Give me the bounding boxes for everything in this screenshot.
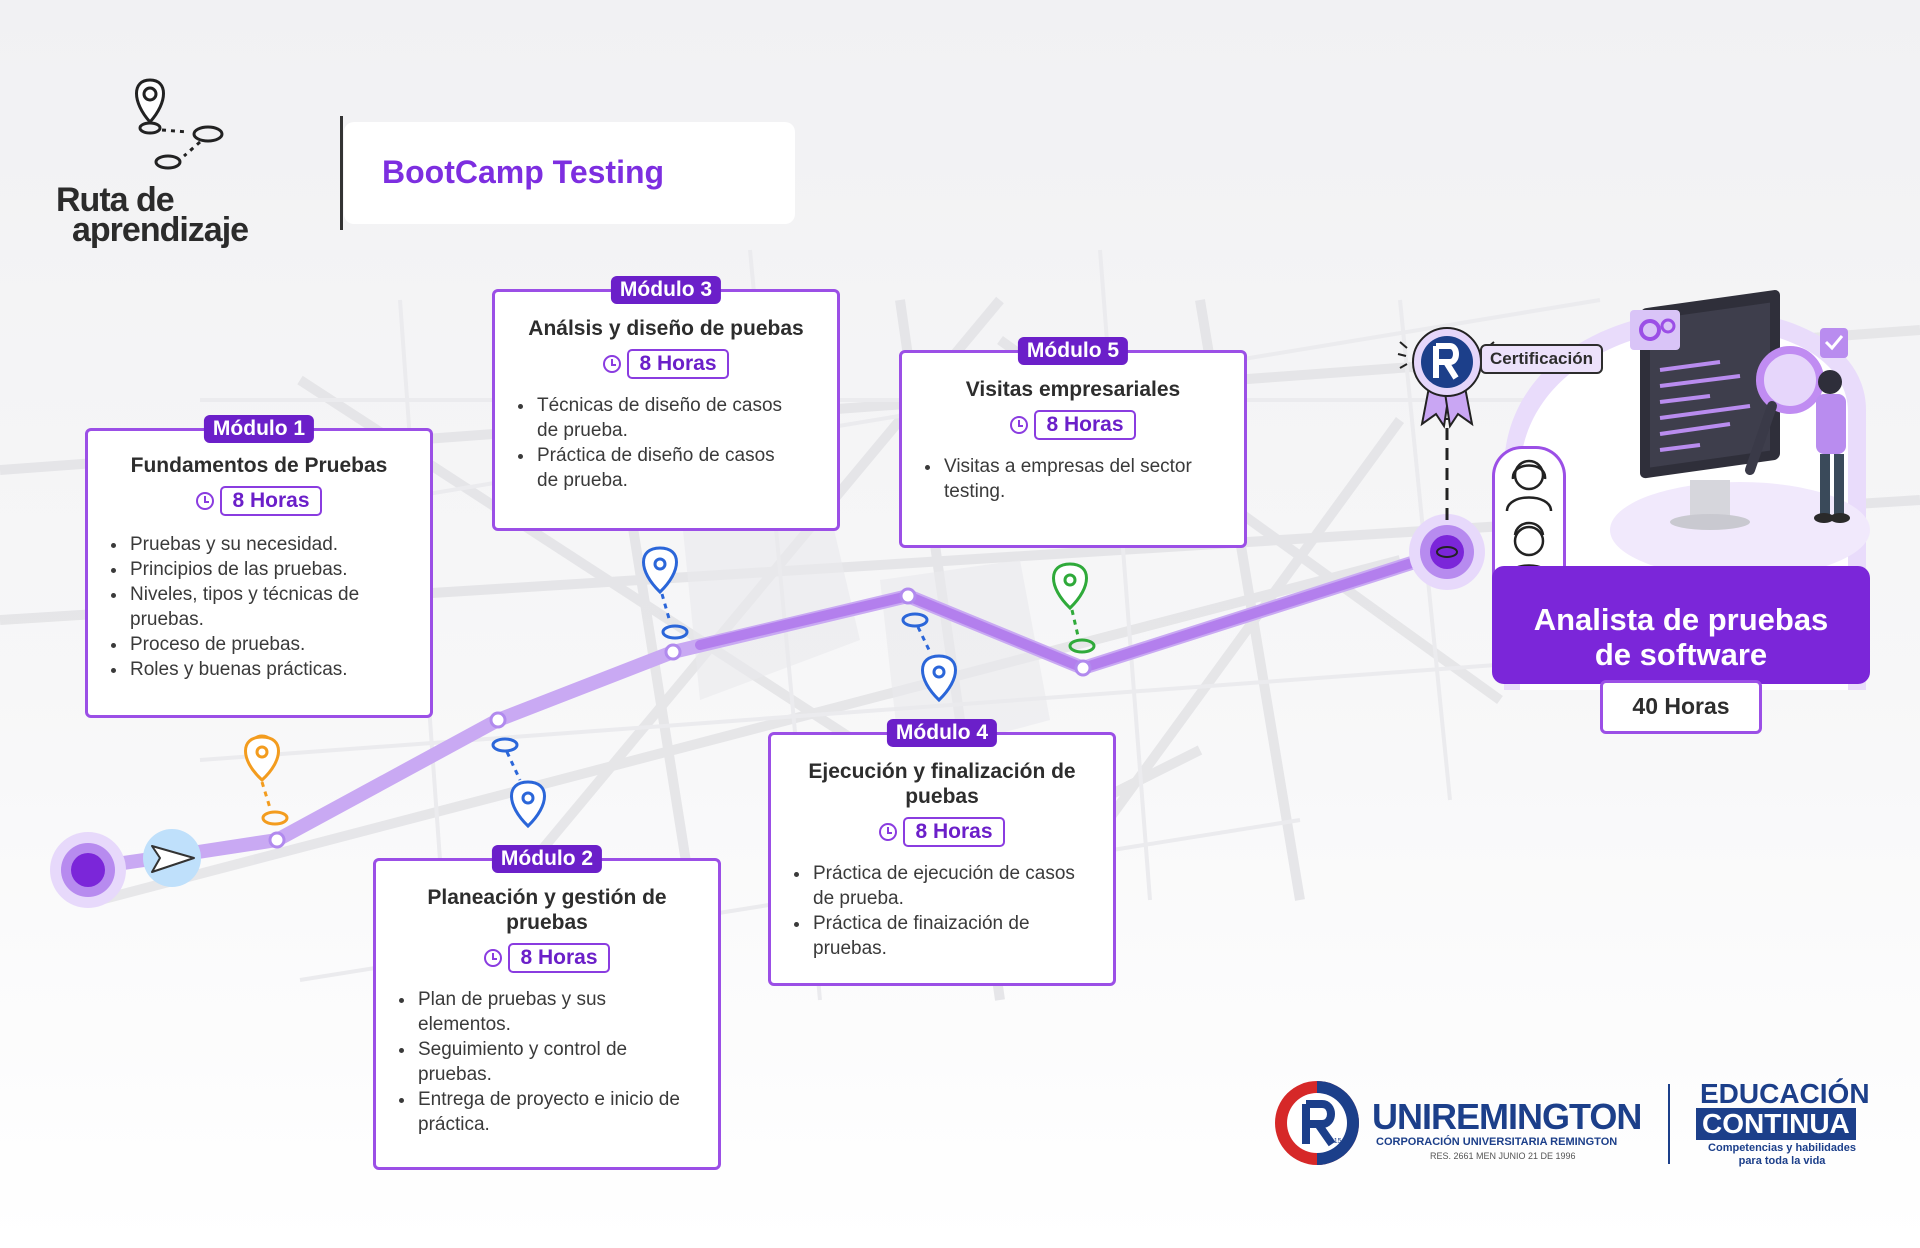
list-item: Práctica de finaización de pruebas. <box>811 911 1093 961</box>
uniremington-logo-icon <box>1275 1081 1359 1165</box>
hours-badge: 8 Horas <box>508 943 610 973</box>
module-title: Análsis y diseño de puebas <box>528 317 804 340</box>
footer-divider <box>1668 1084 1670 1164</box>
module-hours-row: 8 Horas <box>771 817 1113 847</box>
final-role-title: Analista de pruebas de software <box>1533 602 1829 672</box>
module-label: Módulo 1 <box>203 415 315 443</box>
map-pin-icon <box>901 612 957 703</box>
module-card-2: Módulo 2 Planeación y gestión de pruebas… <box>373 845 721 1170</box>
list-item: Roles y buenas prácticas. <box>128 657 430 682</box>
list-item: Seguimiento y control de pruebas. <box>416 1037 688 1087</box>
list-item: Pruebas y su necesidad. <box>128 532 430 557</box>
title-box: BootCamp Testing <box>344 122 795 224</box>
check-icon <box>1820 328 1848 358</box>
gear-icon <box>1630 310 1680 350</box>
hours-badge: 8 Horas <box>627 349 729 379</box>
module-hours-row: 8 Horas <box>376 943 718 973</box>
module-title: Fundamentos de Pruebas <box>130 454 388 477</box>
uniremington-year: 1915 <box>1326 1138 1342 1145</box>
list-item: Niveles, tipos y técnicas de pruebas. <box>128 582 430 632</box>
module-title: Ejecución y finalización de puebas <box>808 760 1076 808</box>
hours-badge: 8 Horas <box>1034 410 1136 440</box>
route-waypoints <box>268 587 1092 849</box>
clock-icon <box>196 492 215 510</box>
list-item: Técnicas de diseño de casos de prueba. <box>535 393 797 443</box>
person-icon <box>1814 370 1850 523</box>
page-title: BootCamp Testing <box>382 154 665 190</box>
module-label: Módulo 4 <box>886 719 998 747</box>
list-item: Visitas a empresas del sector testing. <box>942 454 1204 504</box>
brand-line1: Ruta de <box>56 181 175 219</box>
uniremington-name: UNIREMINGTON <box>1372 1096 1642 1137</box>
clock-icon <box>484 949 503 967</box>
list-item: Proceso de pruebas. <box>128 632 430 657</box>
map-route-icon <box>135 78 224 170</box>
module-label: Módulo 2 <box>491 845 603 873</box>
hours-badge: 8 Horas <box>903 817 1005 847</box>
clock-icon <box>603 355 622 373</box>
module-card-1: Módulo 1 Fundamentos de Pruebas 8 Horas … <box>85 415 433 718</box>
module-title: Visitas empresariales <box>965 378 1181 401</box>
module-label: Módulo 5 <box>1017 337 1129 365</box>
final-role-box: Analista de pruebas de software <box>1492 566 1870 684</box>
certification-ribbon-icon <box>1397 327 1497 429</box>
edu-tagline: Competencias y habilidades para toda la … <box>1708 1142 1856 1167</box>
map-pin-icon <box>244 734 289 826</box>
list-item: Práctica de ejecución de casos de prueba… <box>811 861 1093 911</box>
clock-icon <box>879 823 898 841</box>
header-divider <box>340 116 343 230</box>
certification-label: Certificación <box>1480 344 1603 374</box>
list-item: Plan de pruebas y sus elementos. <box>416 987 688 1037</box>
list-item: Entrega de proyecto e inicio de práctica… <box>416 1087 688 1137</box>
uniremington-resolution: RES. 2661 MEN JUNIO 21 DE 1996 <box>1430 1151 1576 1161</box>
end-marker <box>1409 418 1485 590</box>
module-items: Pruebas y su necesidad. Principios de la… <box>88 532 430 682</box>
hours-badge: 8 Horas <box>220 486 322 516</box>
module-hours-row: 8 Horas <box>88 486 430 516</box>
module-hours-row: 8 Horas <box>495 349 837 379</box>
list-item: Práctica de diseño de casos de prueba. <box>535 443 797 493</box>
module-card-3: Módulo 3 Análsis y diseño de puebas 8 Ho… <box>492 276 840 531</box>
module-card-5: Módulo 5 Visitas empresariales 8 Horas V… <box>899 337 1247 548</box>
map-pin-icon <box>1052 562 1096 654</box>
uniremington-subtitle: CORPORACIÓN UNIVERSITARIA REMINGTON <box>1376 1136 1618 1148</box>
list-item: Principios de las pruebas. <box>128 557 430 582</box>
module-items: Práctica de ejecución de casos de prueba… <box>771 861 1113 961</box>
module-items: Plan de pruebas y sus elementos. Seguimi… <box>376 987 718 1137</box>
module-title: Planeación y gestión de pruebas <box>427 886 667 934</box>
map-pin-icon <box>491 737 546 829</box>
clock-icon <box>1010 416 1029 434</box>
map-pin-icon <box>642 546 689 640</box>
start-marker <box>50 832 126 908</box>
module-items: Visitas a empresas del sector testing. <box>902 454 1244 504</box>
module-label: Módulo 3 <box>610 276 722 304</box>
module-card-4: Módulo 4 Ejecución y finalización de pue… <box>768 719 1116 986</box>
final-hours-badge: 40 Horas <box>1600 680 1762 734</box>
edu-continua: CONTINUA <box>1696 1108 1856 1140</box>
module-items: Técnicas de diseño de casos de prueba. P… <box>495 393 837 493</box>
brand-line2: aprendizaje <box>72 211 249 249</box>
edu-title: EDUCACIÓN <box>1700 1078 1870 1109</box>
module-hours-row: 8 Horas <box>902 410 1244 440</box>
paper-plane-icon <box>143 829 201 887</box>
